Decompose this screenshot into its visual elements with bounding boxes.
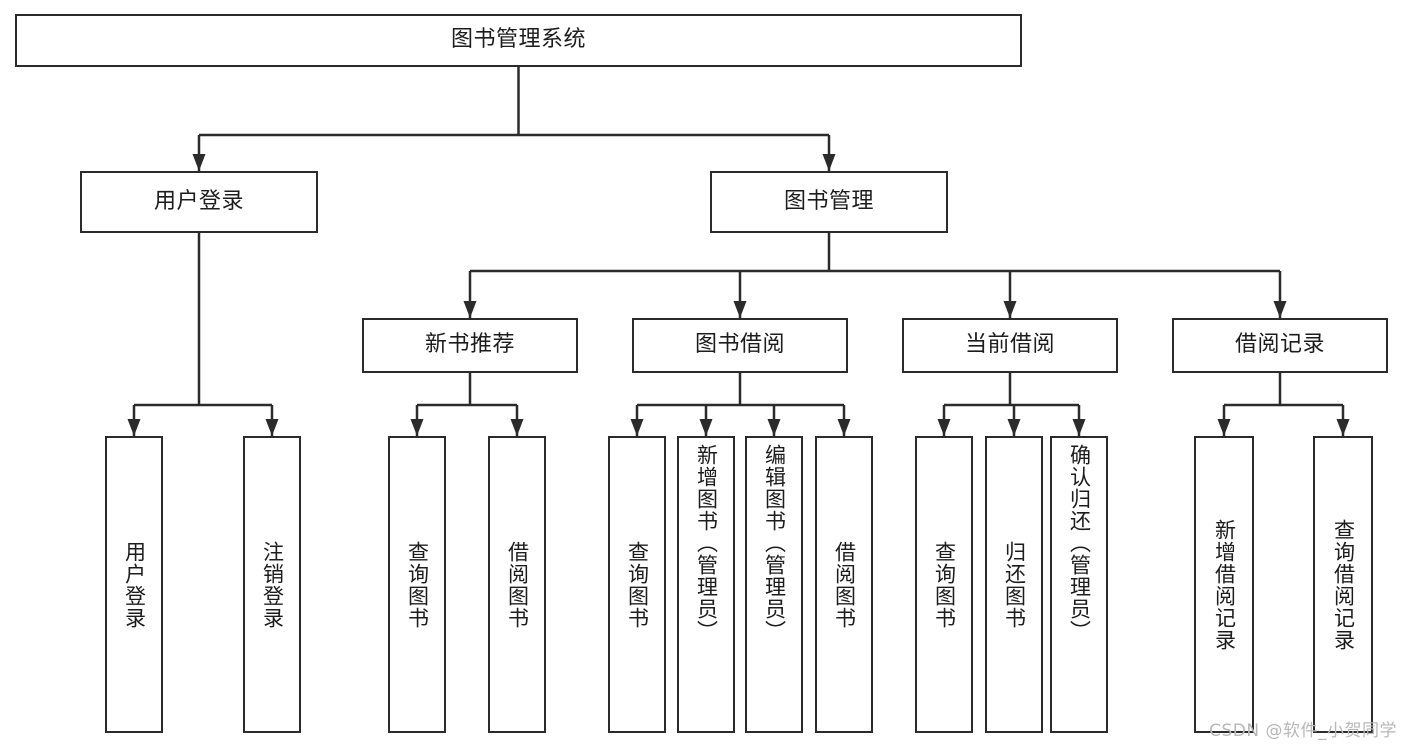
arrowhead-leaf-borrow-lend-book <box>837 419 851 436</box>
node-root[interactable]: 图书管理系统 <box>15 14 1022 67</box>
node-label: 用户登录 <box>153 188 244 214</box>
arrowhead-leaf-borrow-add-book <box>699 419 713 436</box>
node-label: 借阅图书 <box>832 540 857 629</box>
node-leaf-user-logout[interactable]: 注销登录 <box>243 436 301 733</box>
arrowhead-leaf-cur-return-book <box>1007 419 1021 436</box>
node-label: 新书推荐 <box>424 332 515 358</box>
node-leaf-rec-query-record[interactable]: 查询借阅记录 <box>1313 436 1373 733</box>
node-user-login[interactable]: 用户登录 <box>80 171 318 233</box>
node-leaf-cur-confirm-return[interactable]: 确认归还（管理员） <box>1050 436 1108 733</box>
node-label: 注销登录 <box>260 540 285 629</box>
arrowhead-current-borrow <box>1003 301 1017 318</box>
arrowhead-leaf-cur-query-book <box>937 419 951 436</box>
node-label: 图书借阅 <box>694 332 785 358</box>
arrowhead-leaf-user-login <box>127 419 141 436</box>
arrowhead-user-login <box>192 154 206 171</box>
node-leaf-borrow-query-book[interactable]: 查询图书 <box>608 436 666 733</box>
arrowhead-leaf-rec-query-record <box>1336 419 1350 436</box>
node-leaf-borrow-add-book[interactable]: 新增图书（管理员） <box>677 436 735 733</box>
node-label: 用户登录 <box>122 540 147 629</box>
node-leaf-cur-return-book[interactable]: 归还图书 <box>985 436 1043 733</box>
node-leaf-rec-borrow-book[interactable]: 借阅图书 <box>488 436 546 733</box>
arrowhead-new-book-rec <box>463 301 477 318</box>
node-label: 图书管理系统 <box>450 27 586 53</box>
arrowhead-leaf-borrow-query-book <box>630 419 644 436</box>
arrowhead-leaf-borrow-edit-book <box>767 419 781 436</box>
node-label: 查询图书 <box>625 540 650 629</box>
node-label: 借阅记录 <box>1234 332 1325 358</box>
node-label: 图书管理 <box>783 188 874 214</box>
node-leaf-user-login[interactable]: 用户登录 <box>105 436 163 733</box>
arrowhead-borrow-record <box>1273 301 1287 318</box>
node-label: 查询图书 <box>932 540 957 629</box>
arrowhead-leaf-rec-query-book <box>410 419 424 436</box>
node-label: 确认归还（管理员） <box>1067 444 1092 642</box>
watermark-label: CSDN @软件_小贺同学 <box>1209 721 1397 741</box>
arrowhead-book-borrow <box>733 301 747 318</box>
arrowhead-book-manage <box>822 154 836 171</box>
node-label: 当前借阅 <box>964 332 1055 358</box>
node-new-book-rec[interactable]: 新书推荐 <box>362 318 578 373</box>
node-label: 查询借阅记录 <box>1331 518 1356 651</box>
node-book-borrow[interactable]: 图书借阅 <box>632 318 848 373</box>
node-leaf-borrow-edit-book[interactable]: 编辑图书（管理员） <box>745 436 803 733</box>
node-leaf-cur-query-book[interactable]: 查询图书 <box>915 436 973 733</box>
arrowhead-leaf-rec-borrow-book <box>510 419 524 436</box>
node-label: 归还图书 <box>1002 540 1027 629</box>
node-label: 查询图书 <box>405 540 430 629</box>
node-book-manage[interactable]: 图书管理 <box>710 171 948 233</box>
node-label: 借阅图书 <box>505 540 530 629</box>
node-label: 新增借阅记录 <box>1212 518 1237 651</box>
node-leaf-rec-add-record[interactable]: 新增借阅记录 <box>1194 436 1254 733</box>
arrowhead-leaf-user-logout <box>265 419 279 436</box>
arrowhead-leaf-rec-add-record <box>1217 419 1231 436</box>
node-label: 新增图书（管理员） <box>694 444 719 642</box>
arrowhead-leaf-cur-confirm-return <box>1072 419 1086 436</box>
node-leaf-borrow-lend-book[interactable]: 借阅图书 <box>815 436 873 733</box>
node-borrow-record[interactable]: 借阅记录 <box>1172 318 1388 373</box>
node-current-borrow[interactable]: 当前借阅 <box>902 318 1118 373</box>
node-label: 编辑图书（管理员） <box>762 444 787 642</box>
node-leaf-rec-query-book[interactable]: 查询图书 <box>388 436 446 733</box>
